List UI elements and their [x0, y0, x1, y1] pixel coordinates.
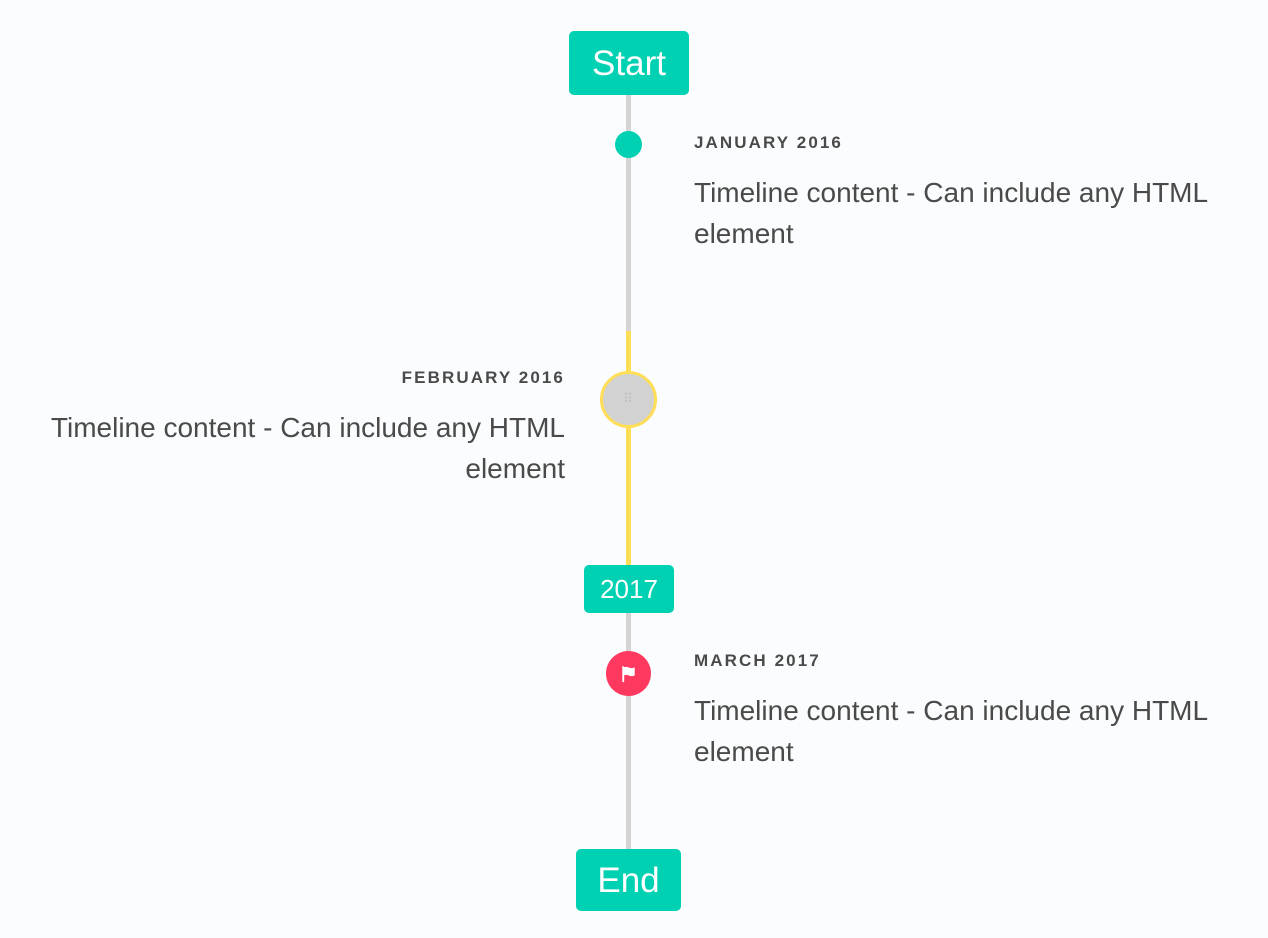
- timeline-item-heading: January 2016: [694, 133, 843, 152]
- timeline-item-february-2016: February 2016 Timeline content - Can inc…: [30, 369, 565, 489]
- timeline-marker-broken-image-icon[interactable]: ⠿: [600, 371, 657, 428]
- timeline-rail-segment-bottom: [626, 613, 631, 853]
- timeline-item-body: Timeline content - Can include any HTML …: [694, 177, 1208, 249]
- timeline-item-heading: February 2016: [401, 368, 565, 387]
- timeline-rail-segment-highlight: [626, 331, 631, 565]
- flag-icon: [621, 665, 635, 682]
- timeline-item-heading: March 2017: [694, 651, 821, 670]
- timeline-rail-segment-top: [626, 95, 631, 331]
- timeline-item-march-2017: March 2017 Timeline content - Can includ…: [694, 652, 1234, 772]
- timeline-item-body: Timeline content - Can include any HTML …: [50, 412, 565, 484]
- timeline-header-end[interactable]: End: [576, 849, 681, 911]
- timeline-marker-dot-icon[interactable]: [615, 131, 642, 158]
- broken-image-glyph: ⠿: [623, 391, 634, 407]
- timeline-marker-flag-icon[interactable]: [606, 651, 651, 696]
- timeline-item-january-2016: January 2016 Timeline content - Can incl…: [694, 134, 1234, 254]
- timeline-item-body: Timeline content - Can include any HTML …: [694, 695, 1208, 767]
- timeline-header-start[interactable]: Start: [569, 31, 689, 95]
- timeline-header-2017[interactable]: 2017: [584, 565, 674, 613]
